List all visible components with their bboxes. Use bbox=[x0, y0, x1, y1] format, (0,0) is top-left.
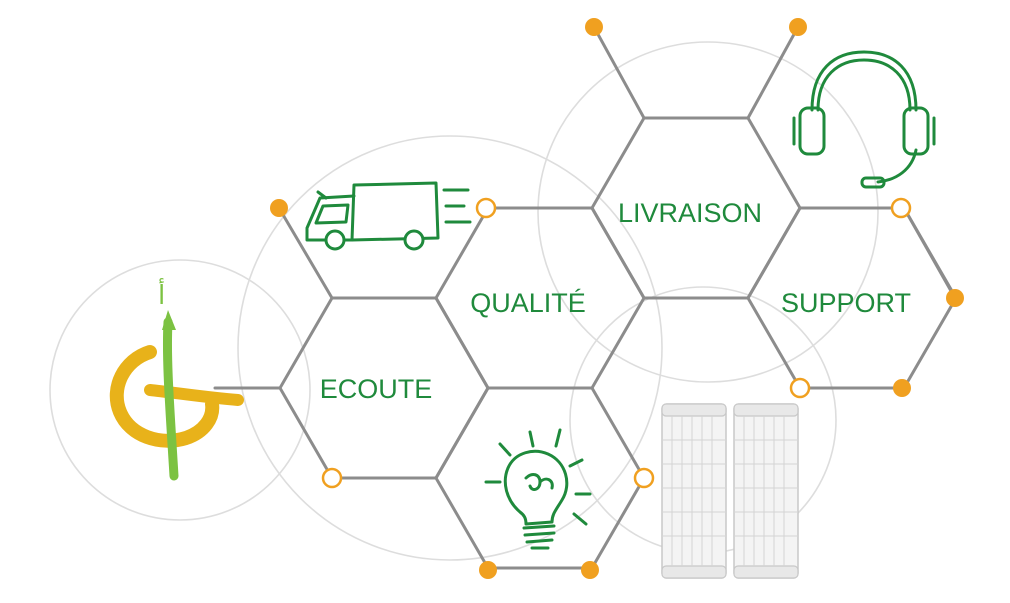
ring bbox=[789, 377, 811, 399]
node-rings bbox=[321, 197, 912, 489]
circle-ecoute bbox=[237, 135, 663, 561]
circle-livraison bbox=[537, 41, 879, 383]
label-support: SUPPORT bbox=[781, 288, 911, 318]
filter-cartridges-icon bbox=[661, 403, 799, 579]
ring bbox=[890, 197, 912, 219]
ring bbox=[321, 467, 343, 489]
headset-icon bbox=[792, 50, 936, 189]
spokes bbox=[213, 25, 957, 390]
cartridge-left bbox=[661, 403, 727, 579]
logo-glyph: أ bbox=[158, 277, 165, 311]
dot bbox=[789, 18, 807, 36]
ring bbox=[633, 467, 655, 489]
logo-icon: أ bbox=[109, 277, 244, 481]
dot bbox=[479, 561, 497, 579]
circle-logo bbox=[49, 259, 311, 521]
endpoint-dots bbox=[270, 18, 964, 579]
cartridge-right bbox=[733, 403, 799, 579]
dot bbox=[581, 561, 599, 579]
truck-icon bbox=[305, 181, 472, 251]
lightbulb-icon bbox=[484, 428, 592, 550]
dot bbox=[270, 199, 288, 217]
dot bbox=[585, 18, 603, 36]
dot bbox=[893, 379, 911, 397]
dot bbox=[946, 289, 964, 307]
label-qualite: QUALITÉ bbox=[470, 288, 586, 318]
label-ecoute: ECOUTE bbox=[320, 374, 433, 404]
ring bbox=[475, 197, 497, 219]
label-livraison: LIVRAISON bbox=[618, 198, 762, 228]
